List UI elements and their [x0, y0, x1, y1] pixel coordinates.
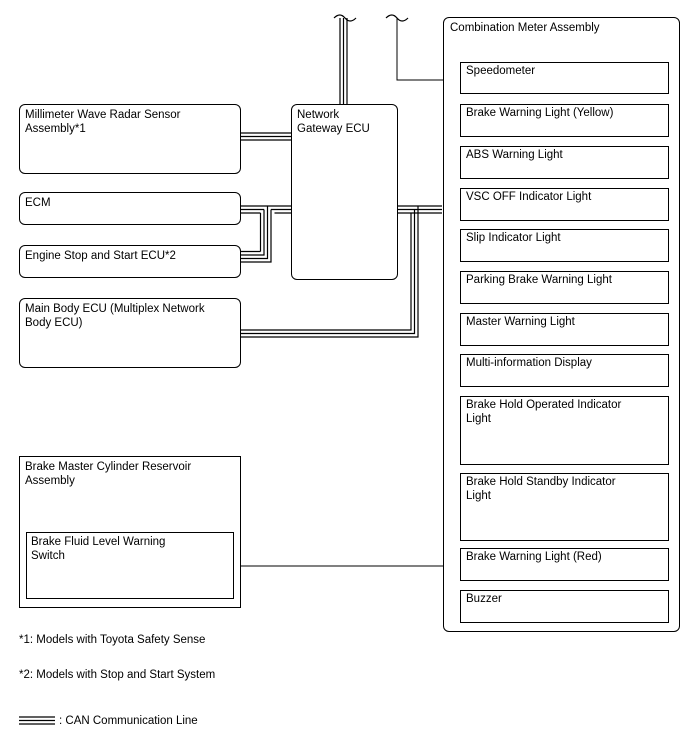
- brake-warning-red-box: [460, 548, 669, 581]
- legend-can-symbol: [19, 716, 55, 725]
- abs-warning-box: [460, 146, 669, 179]
- gateway-ecu-label: Network Gateway ECU: [297, 109, 370, 135]
- parking-brake-warning-box: [460, 271, 669, 304]
- engine-stop-start-box: [19, 245, 241, 278]
- can-line-meter: [397, 205, 442, 214]
- speedometer-label: Speedometer: [466, 65, 536, 77]
- can-line-ecm-engine: [240, 205, 291, 263]
- fluid-level-switch-label: Brake Fluid Level Warning Switch: [31, 536, 166, 562]
- wire-speedometer: [396, 18, 459, 83]
- master-warning-box: [460, 313, 669, 346]
- footnote-2: *2: Models with Stop and Start System: [19, 669, 216, 681]
- reservoir-title: Brake Master Cylinder Reservoir Assembly: [25, 461, 192, 487]
- parking-brake-warning-label: Parking Brake Warning Light: [466, 274, 612, 286]
- multi-info-display-label: Multi-information Display: [466, 357, 592, 369]
- brake-warning-yellow-box: [460, 104, 669, 137]
- radar-sensor-box: [19, 104, 241, 174]
- buzzer-label: Buzzer: [466, 593, 502, 605]
- slip-indicator-label: Slip Indicator Light: [466, 232, 561, 244]
- buzzer-box: [460, 590, 669, 623]
- can-line-gateway-top: [339, 18, 348, 104]
- legend-can-label: : CAN Communication Line: [59, 715, 198, 727]
- brake-warning-yellow-label: Brake Warning Light (Yellow): [466, 107, 614, 119]
- radar-sensor-label: Millimeter Wave Radar Sensor Assembly*1: [25, 109, 181, 135]
- ecm-label: ECM: [25, 197, 51, 209]
- master-warning-label: Master Warning Light: [466, 316, 575, 328]
- abs-warning-label: ABS Warning Light: [466, 149, 563, 161]
- can-line-radar: [240, 132, 291, 141]
- slip-indicator-box: [460, 229, 669, 262]
- brake-hold-operated-label: Brake Hold Operated Indicator Light: [466, 399, 622, 425]
- engine-stop-start-label: Engine Stop and Start ECU*2: [25, 250, 176, 262]
- brake-hold-standby-box: [460, 473, 669, 541]
- vsc-off-indicator-label: VSC OFF Indicator Light: [466, 191, 592, 203]
- main-body-ecu-label: Main Body ECU (Multiplex Network Body EC…: [25, 303, 205, 329]
- combination-meter-title: Combination Meter Assembly: [450, 22, 600, 34]
- footnote-1: *1: Models with Toyota Safety Sense: [19, 634, 206, 646]
- speedometer-box: [460, 62, 669, 94]
- can-line-main-body: [240, 206, 419, 338]
- fluid-level-switch-box: [26, 532, 234, 599]
- line-break-mark-1: [333, 14, 357, 22]
- main-body-ecu-box: [19, 298, 241, 368]
- gateway-ecu-box: [291, 104, 398, 280]
- brake-warning-red-label: Brake Warning Light (Red): [466, 551, 602, 563]
- multi-info-display-box: [460, 354, 669, 387]
- ecm-box: [19, 192, 241, 225]
- brake-hold-standby-label: Brake Hold Standby Indicator Light: [466, 476, 616, 502]
- vsc-off-indicator-box: [460, 188, 669, 221]
- brake-hold-operated-box: [460, 396, 669, 465]
